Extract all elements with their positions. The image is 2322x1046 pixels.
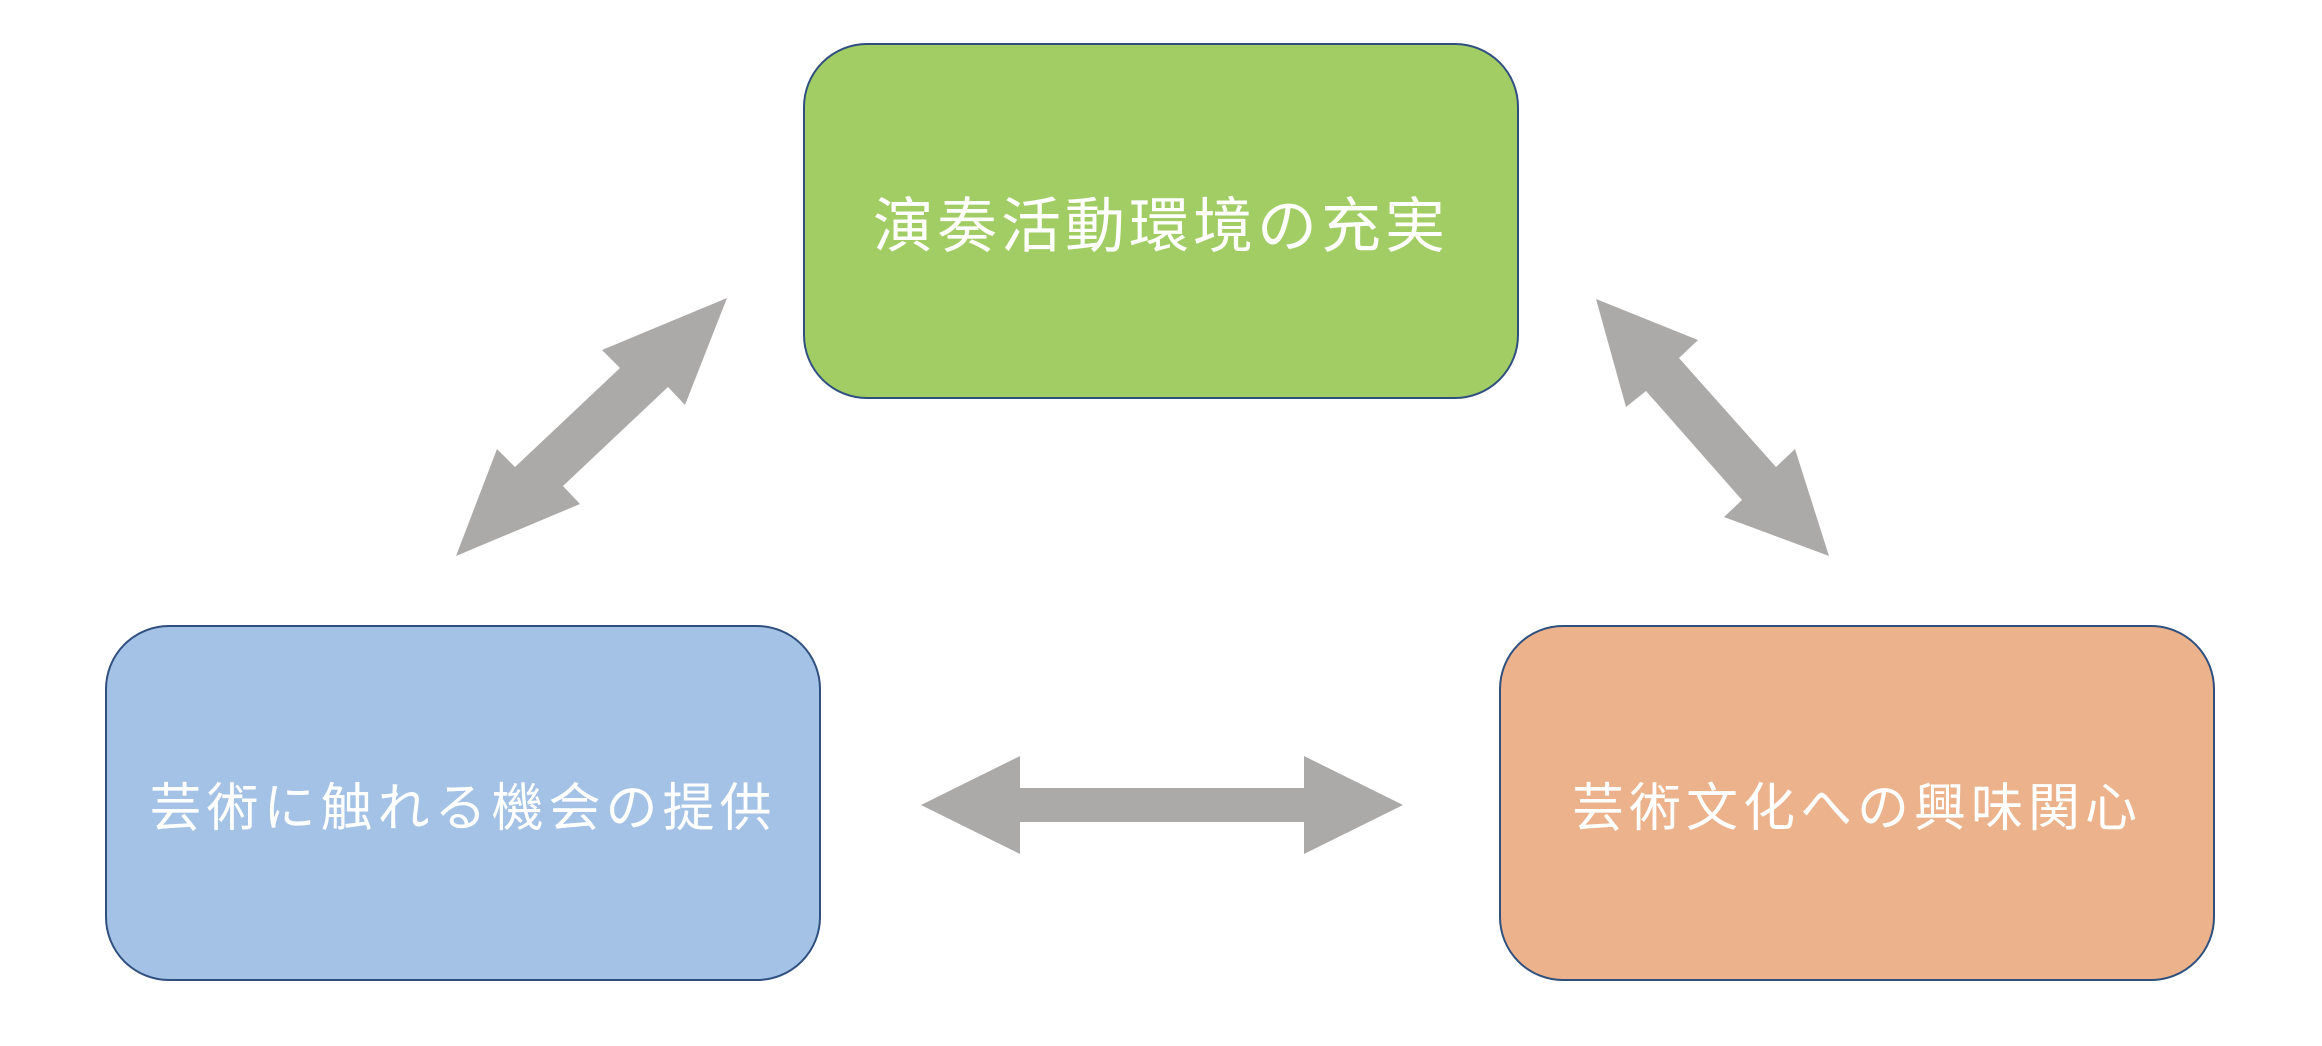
arrow-top-left (456, 298, 727, 556)
node-label: 芸術文化への興味関心 (1571, 778, 2142, 839)
node-label: 芸術に触れる機会の提供 (149, 778, 777, 839)
node-performance-environment: 演奏活動環境の充実 (803, 43, 1519, 399)
arrow-bottom (921, 756, 1403, 854)
node-art-opportunities: 芸術に触れる機会の提供 (105, 625, 821, 981)
node-label: 演奏活動環境の充実 (873, 191, 1449, 262)
node-art-culture-interest: 芸術文化への興味関心 (1499, 625, 2215, 981)
arrow-top-right (1596, 299, 1829, 556)
